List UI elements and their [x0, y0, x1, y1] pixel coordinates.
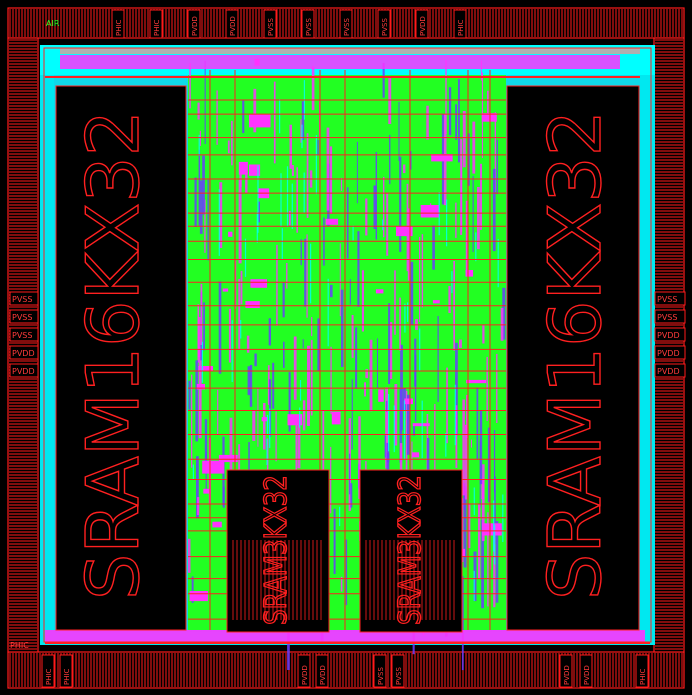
right-pad-3-cell	[654, 345, 686, 360]
top-pad-8-label: PVDD	[419, 16, 427, 36]
bottom-pad-6-cell	[559, 654, 573, 688]
sram-macro-right-label: SRAM16KX32	[533, 110, 617, 600]
top-pad-7-label: PVSS	[381, 18, 389, 36]
top-pad-3-label: PVDD	[229, 16, 237, 36]
right-pad-1-cell	[654, 309, 686, 324]
right-pad-1-label: PVSS	[657, 313, 677, 322]
bottom-pad-0-label: PHIC	[45, 668, 53, 685]
corner-pad-label: PHIC	[10, 641, 29, 650]
left-pad-1-cell	[9, 309, 39, 324]
top-pad-5-cell	[301, 9, 315, 39]
right-pad-2-label: PVDD	[657, 331, 680, 340]
top-pad-2-label: PVDD	[191, 16, 199, 36]
right-pad-0-label: PVSS	[657, 295, 677, 304]
bottom-pad-7-label: PVDD	[583, 665, 591, 685]
bottom-pad-3-label: PVDD	[319, 665, 327, 685]
top-pad-2-cell	[187, 9, 201, 39]
top-small-label: AIR	[46, 19, 60, 28]
right-pad-3-label: PVDD	[657, 349, 680, 358]
top-pad-0-cell	[111, 9, 125, 39]
bottom-pad-8-label: PHIC	[639, 668, 647, 685]
right-pad-4-label: PVDD	[657, 367, 680, 376]
bottom-pad-7-cell	[579, 654, 593, 688]
pad-labels: PHIC PHIC PVDD PVDD PVSS PVSS PVSS PVSS PVDD PHIC…	[9, 9, 686, 688]
top-pad-9-label: PHIC	[457, 19, 465, 36]
bottom-pad-8-cell	[635, 654, 649, 688]
top-pad-0-label: PHIC	[115, 19, 123, 36]
left-pad-0-cell	[9, 291, 39, 306]
bottom-pad-5-label: PVSS	[395, 667, 403, 685]
right-pad-2-cell	[654, 327, 686, 342]
right-pad-4-cell	[654, 363, 686, 378]
left-pad-4-label: PVDD	[12, 367, 35, 376]
left-pad-4-cell	[9, 363, 39, 378]
sram-macro-right: SRAM16KX32	[506, 85, 640, 631]
sram-macro-left-label: SRAM16KX32	[71, 110, 155, 600]
top-pad-1-label: PHIC	[153, 19, 161, 36]
bottom-pad-1-label: PHIC	[63, 668, 71, 685]
top-pad-8-cell	[415, 9, 429, 39]
left-pad-2-cell	[9, 327, 39, 342]
bottom-pad-0-cell	[41, 654, 55, 688]
bottom-pad-4-label: PVSS	[377, 667, 385, 685]
left-pad-2-label: PVSS	[12, 331, 32, 340]
left-pad-3-label: PVDD	[12, 349, 35, 358]
bottom-pad-5-cell	[391, 654, 405, 688]
sram-macro-small-left: SRAM3KX32	[226, 469, 330, 633]
left-pad-1-label: PVSS	[12, 313, 32, 322]
bottom-pad-2-label: PVDD	[301, 665, 309, 685]
top-pad-3-cell	[225, 9, 239, 39]
top-pad-7-cell	[377, 9, 391, 39]
macro-pin-stripes	[232, 540, 455, 620]
top-pad-4-cell	[263, 9, 277, 39]
bottom-pad-1-cell	[59, 654, 73, 688]
top-pad-5-label: PVSS	[305, 18, 313, 36]
left-pad-3-cell	[9, 345, 39, 360]
bottom-pad-6-label: PVDD	[563, 665, 571, 685]
bottom-pad-2-cell	[297, 654, 311, 688]
top-pad-9-cell	[453, 9, 467, 39]
bottom-pad-4-cell	[373, 654, 387, 688]
bottom-pad-3-cell	[315, 654, 329, 688]
sram-macro-small-right: SRAM3KX32	[359, 469, 463, 633]
top-pad-4-label: PVSS	[267, 18, 275, 36]
top-pad-1-cell	[149, 9, 163, 39]
left-pad-0-label: PVSS	[12, 295, 32, 304]
top-pad-6-label: PVSS	[343, 18, 351, 36]
sram-macro-left: SRAM16KX32	[55, 85, 187, 631]
top-pad-6-cell	[339, 9, 353, 39]
right-pad-0-cell	[654, 291, 686, 306]
